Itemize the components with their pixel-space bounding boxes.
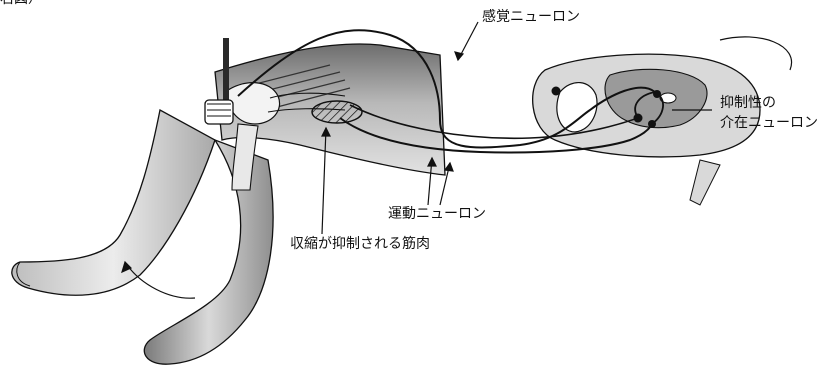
motor-neuron-label: 運動ニューロン [388,206,486,223]
sensory-neuron-label: 感覚ニューロン [482,9,580,26]
corner-caption: 右図） [0,0,42,8]
inhibited-muscle-label: 収縮が抑制される筋肉 [290,236,430,253]
extended-leg [12,110,215,295]
inhibitory-interneuron-label-line2: 介在ニューロン [720,115,818,132]
inhibited-muscle-marker [312,101,362,123]
inhibitory-interneuron-label-line1: 抑制性の [720,95,776,112]
